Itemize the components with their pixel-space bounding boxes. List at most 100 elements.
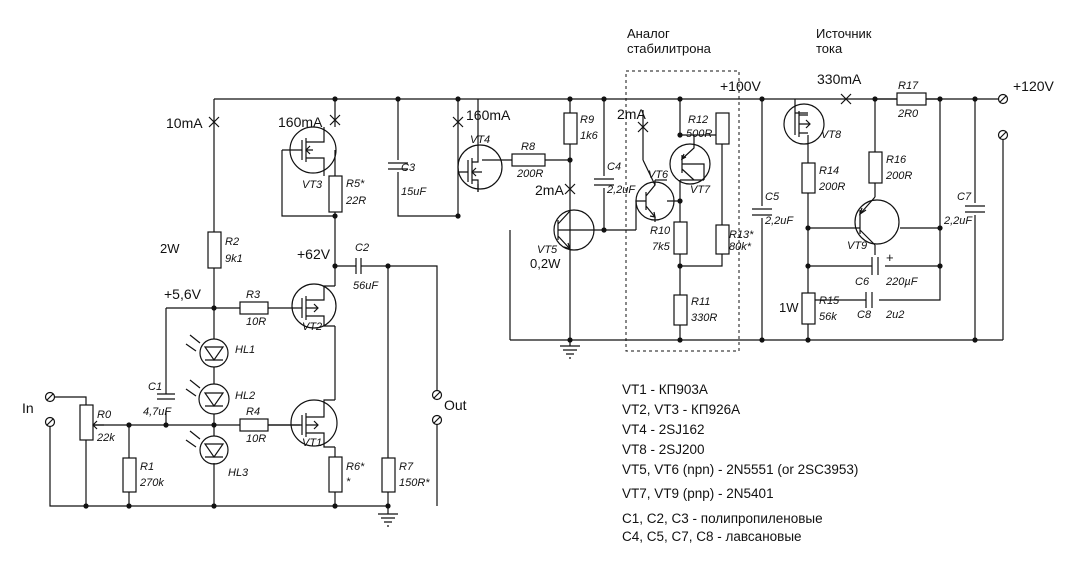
label-r15-ref: R15 (819, 295, 840, 307)
label-vt2: VT2 (302, 321, 322, 333)
voltage-plus62: +62V (297, 246, 331, 262)
label-c6-ref: C6 (855, 276, 870, 288)
label-r17-ref: R17 (898, 80, 919, 92)
capacitor-c5 (752, 208, 772, 216)
label-c5-value: 2,2uF (764, 215, 794, 227)
label-vt5: VT5 (537, 244, 558, 256)
resistor-r6 (328, 456, 343, 493)
label-r1-ref: R1 (140, 461, 154, 473)
label-r3-ref: R3 (246, 289, 261, 301)
label-r6-ref: R6* (346, 461, 365, 473)
label-r16-value: 200R (885, 170, 912, 182)
label-c6-value: 220µF (885, 276, 919, 288)
transistor-vt6 (635, 180, 675, 230)
label-vt3: VT3 (302, 179, 323, 191)
label-r0-value: 22k (96, 432, 115, 444)
transistors (282, 103, 900, 448)
label-r9-ref: R9 (580, 114, 594, 126)
label-r16-ref: R16 (886, 154, 907, 166)
current-markers (208, 93, 852, 195)
label-r11-ref: R11 (691, 296, 710, 308)
input-label: In (22, 400, 34, 416)
current-10ma: 10mA (166, 115, 203, 131)
junctions (83, 96, 978, 509)
resistor-r17 (896, 92, 927, 106)
label-r5-value: 22R (345, 195, 366, 207)
label-vt7: VT7 (690, 184, 711, 196)
resistor-r15 (801, 292, 816, 325)
voltage-plus56: +5,6V (164, 286, 202, 302)
label-r12-value: 500R (686, 128, 712, 140)
label-c1-value: 4,7uF (143, 406, 172, 418)
led-hl2 (185, 379, 230, 415)
source-title-line1: Источник (816, 26, 872, 41)
led-hl1 (185, 334, 229, 368)
resistor-r8 (511, 153, 546, 167)
label-r7-ref: R7 (399, 461, 414, 473)
label-r2-ref: R2 (225, 236, 239, 248)
label-r5-ref: R5* (346, 178, 365, 190)
label-r13-value: 80k* (729, 241, 752, 253)
label-c6-polarity: + (886, 250, 894, 265)
transistor-vt2 (291, 283, 337, 329)
ground-icon (378, 510, 398, 527)
bom-line: VT1 - КП903А (622, 382, 708, 397)
label-vt6: VT6 (648, 169, 669, 181)
ground-icon (560, 340, 580, 359)
label-c7-value: 2,2uF (943, 215, 973, 227)
resistor-r12 (715, 112, 730, 145)
source-title-line2: тока (816, 41, 843, 56)
capacitor-c4 (594, 178, 614, 186)
resistor-r5 (328, 175, 343, 213)
label-c8-value: 2u2 (885, 309, 904, 321)
label-r15-value: 56k (819, 311, 837, 323)
voltage-plus100: +100V (720, 78, 762, 94)
label-c1-ref: C1 (148, 381, 162, 393)
output-label: Out (444, 397, 467, 413)
capacitor-c1 (157, 393, 175, 400)
label-r8-value: 200R (516, 168, 543, 180)
label-r6-value: * (346, 476, 351, 488)
power-02w: 0,2W (530, 256, 561, 271)
resistor-r10 (673, 221, 688, 255)
bom-line: VT4 - 2SJ162 (622, 422, 705, 437)
parts-list: VT1 - КП903А VT2, VT3 - КП926А VT4 - 2SJ… (622, 382, 858, 544)
ground-symbols (378, 340, 580, 527)
label-r4-value: 10R (246, 433, 266, 445)
transistor-vt1 (290, 399, 338, 448)
resistors (79, 92, 927, 493)
terminals (44, 93, 1009, 428)
capacitor-c3 (388, 162, 408, 170)
resistor-r0 (79, 404, 94, 441)
resistor-r14 (801, 162, 816, 194)
transistor-vt8 (783, 103, 825, 145)
wires (49, 98, 1004, 510)
capacitor-c2 (355, 258, 362, 274)
led-hl3 (185, 430, 229, 465)
resistor-r9 (563, 112, 578, 145)
resistor-r4 (239, 418, 269, 432)
label-c5-ref: C5 (765, 191, 780, 203)
zener-analog-box (625, 70, 740, 352)
voltage-plus120: +120V (1013, 78, 1055, 94)
label-c4-value: 2,2uF (606, 184, 636, 196)
power-2w: 2W (160, 241, 180, 256)
resistor-r11 (673, 294, 688, 326)
label-r17-value: 2R0 (897, 108, 919, 120)
capacitor-c7 (965, 205, 985, 213)
label-r10-ref: R10 (650, 225, 671, 237)
bom-line: VT2, VT3 - КП926А (622, 402, 740, 417)
labels: 10mA 160mA 160mA 2mA 2mA 330mA +100V +12… (22, 26, 1055, 489)
label-c2-ref: C2 (355, 242, 369, 254)
current-2ma-vt5: 2mA (535, 182, 564, 198)
label-r7-value: 150R* (399, 477, 430, 489)
resistor-r16 (868, 151, 883, 184)
bom-line: VT5, VT6 (npn) - 2N5551 (or 2SC3953) (622, 462, 858, 477)
label-hl3: HL3 (228, 467, 249, 479)
label-r12-ref: R12 (688, 114, 708, 126)
label-r14-ref: R14 (819, 165, 839, 177)
resistor-r7 (381, 457, 396, 493)
transistor-vt7 (669, 135, 711, 185)
capacitor-c6 (871, 257, 879, 275)
